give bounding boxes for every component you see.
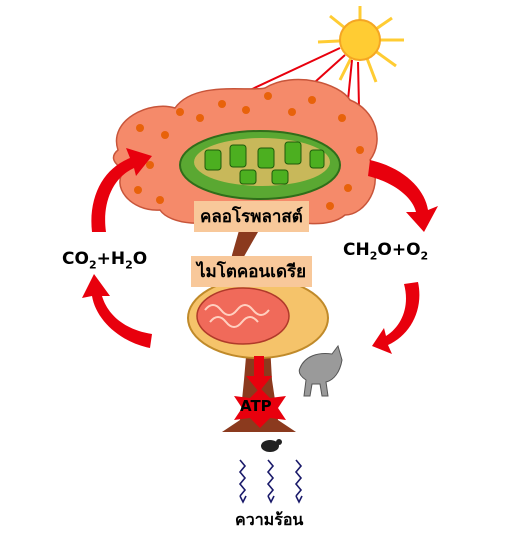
formula-left-o: O: [132, 249, 148, 269]
atp-burst: [234, 388, 286, 428]
heat-squiggles: [238, 459, 303, 504]
formula-right-o-sub: 2: [420, 249, 429, 263]
formula-right-ch: CH: [343, 240, 370, 260]
reactant-formula: CO2+H2O: [62, 249, 147, 271]
energy-arrow-down: [246, 356, 272, 392]
chloroplast-icon: [179, 130, 341, 200]
mitochondria-label: ไมโตคอนเดรีย: [191, 256, 313, 287]
beetle-icon: [261, 439, 282, 452]
heat-label: ความร้อน: [235, 510, 304, 529]
formula-left-h: +H: [96, 249, 126, 269]
chloroplast-label: คลอโรพลาสต์: [194, 201, 309, 232]
atp-label: ATP: [240, 397, 272, 415]
cycle-arrows: [82, 148, 438, 354]
wolf-icon: [298, 344, 343, 397]
mitochondria-icon: [187, 277, 329, 359]
formula-left-h-sub: 2: [125, 258, 133, 272]
formula-left-co: CO: [62, 249, 89, 269]
formula-right-ch-sub: 2: [369, 249, 378, 263]
formula-right-o: O+O: [377, 240, 421, 260]
product-formula: CH2O+O2: [343, 240, 428, 262]
sun-icon: [317, 6, 404, 83]
formula-left-co-sub: 2: [88, 258, 97, 272]
